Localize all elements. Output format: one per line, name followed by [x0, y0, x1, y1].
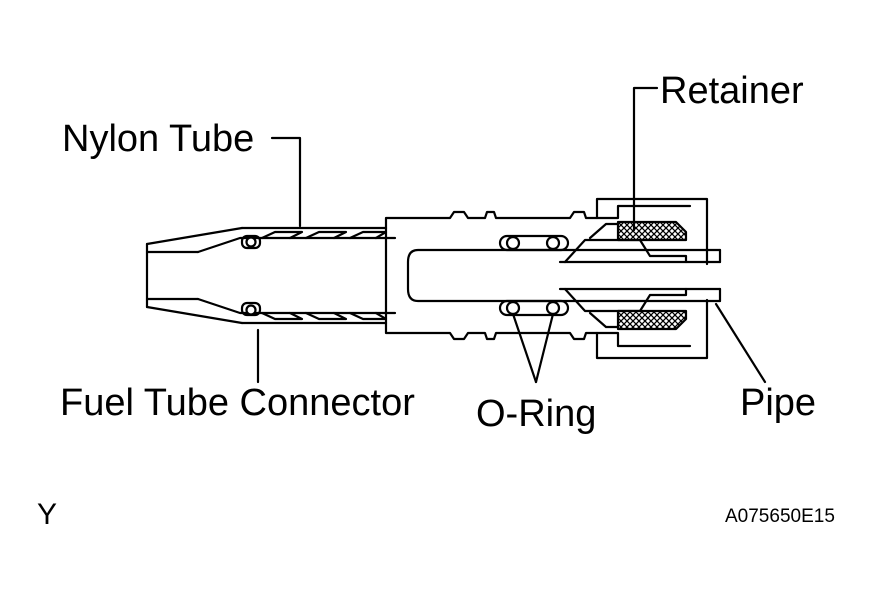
- connector-stem: [145, 230, 397, 321]
- o-ring-lower-left: [505, 300, 521, 316]
- o-ring-nylon-upper: [245, 236, 257, 248]
- leader-nylon-tube: [270, 136, 302, 228]
- nylon-tube-label: Nylon Tube: [62, 118, 255, 160]
- o-ring-label: O-Ring: [476, 393, 597, 435]
- retainer-lower: [588, 309, 688, 331]
- o-ring-seat-lower: [498, 299, 570, 317]
- nylon-tube: [145, 226, 388, 325]
- leader-o-ring: [511, 312, 555, 384]
- o-ring-upper-right: [545, 235, 561, 251]
- retainer-upper: [588, 220, 688, 242]
- pipe: [406, 238, 722, 313]
- fuel-tube-connector-label: Fuel Tube Connector: [60, 382, 415, 424]
- o-ring-lower-right: [545, 300, 561, 316]
- o-ring-nylon-lower: [245, 304, 257, 316]
- o-ring-upper-left: [505, 235, 521, 251]
- corner-letter: Y: [37, 498, 58, 531]
- connector-housing: [384, 197, 709, 360]
- pipe-label: Pipe: [740, 382, 817, 424]
- retainer-label: Retainer: [660, 70, 804, 112]
- leader-pipe: [714, 302, 767, 384]
- figure-code: A075650E15: [725, 506, 835, 527]
- leader-retainer: [632, 86, 659, 232]
- o-ring-seat-upper: [498, 234, 570, 252]
